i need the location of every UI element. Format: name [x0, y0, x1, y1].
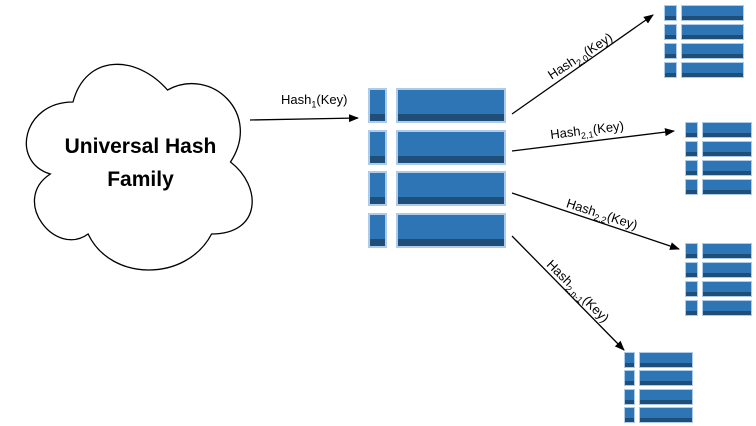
second-level-table-1: [685, 122, 752, 195]
bucket-row: [624, 388, 693, 405]
bucket-row: [664, 62, 744, 78]
bucket-index-cell: [685, 281, 698, 297]
bucket-value-cell: [639, 370, 693, 387]
bucket-row: [664, 5, 744, 21]
bucket-index-cell: [685, 141, 698, 157]
bucket-index-cell: [685, 179, 698, 195]
bucket-index-cell: [664, 43, 677, 59]
bucket-value-cell: [396, 212, 506, 248]
bucket-row: [368, 212, 506, 248]
bucket-index-cell: [624, 406, 635, 423]
bucket-value-cell: [702, 300, 752, 316]
bucket-index-cell: [685, 300, 698, 316]
bucket-value-cell: [702, 122, 752, 138]
label-subscript: 2,1: [580, 129, 595, 141]
bucket-index-cell: [685, 243, 698, 259]
bucket-index-cell: [664, 62, 677, 78]
bucket-index-cell: [624, 388, 635, 405]
bucket-row: [685, 122, 752, 138]
bucket-row: [685, 160, 752, 176]
bucket-index-cell: [368, 88, 387, 123]
bucket-value-cell: [681, 5, 744, 21]
bucket-row: [624, 352, 693, 368]
cloud-shape: [25, 63, 253, 271]
bucket-index-cell: [624, 352, 635, 368]
bucket-value-cell: [681, 62, 744, 78]
bucket-row: [664, 24, 744, 40]
bucket-index-cell: [664, 5, 677, 21]
bucket-row: [624, 370, 693, 387]
label-subscript: 1: [311, 99, 317, 110]
second-level-table-2: [685, 243, 752, 316]
bucket-index-cell: [685, 262, 698, 278]
bucket-value-cell: [396, 129, 506, 165]
bucket-row: [368, 88, 506, 123]
second-level-table-0: [664, 5, 744, 78]
bucket-row: [368, 171, 506, 207]
bucket-index-cell: [368, 212, 387, 248]
bucket-value-cell: [639, 352, 693, 368]
bucket-row: [685, 281, 752, 297]
label-text: (Key): [316, 92, 348, 107]
arrow-hash1: [249, 114, 359, 123]
bucket-row: [624, 406, 693, 423]
bucket-value-cell: [702, 141, 752, 157]
bucket-row: [685, 179, 752, 195]
main-hash-table: [368, 88, 506, 248]
second-level-table-n-1: [624, 352, 693, 423]
bucket-row: [685, 243, 752, 259]
bucket-row: [368, 129, 506, 165]
bucket-value-cell: [639, 406, 693, 423]
bucket-row: [664, 43, 744, 59]
bucket-row: [685, 300, 752, 316]
bucket-value-cell: [702, 262, 752, 278]
bucket-index-cell: [624, 370, 635, 387]
bucket-index-cell: [685, 160, 698, 176]
bucket-value-cell: [681, 24, 744, 40]
arrow-label-hash1: Hash1(Key): [281, 92, 348, 110]
bucket-index-cell: [368, 171, 387, 207]
label-text: Hash: [281, 92, 312, 107]
bucket-value-cell: [702, 243, 752, 259]
bucket-value-cell: [702, 281, 752, 297]
bucket-index-cell: [685, 122, 698, 138]
bucket-row: [685, 262, 752, 278]
bucket-value-cell: [396, 171, 506, 207]
arrow-hash2-1: [511, 128, 675, 152]
bucket-value-cell: [702, 160, 752, 176]
bucket-value-cell: [681, 43, 744, 59]
bucket-value-cell: [639, 388, 693, 405]
bucket-index-cell: [664, 24, 677, 40]
cloud-label: Universal Hash Family: [64, 135, 217, 191]
arrow-hash2-n-1: [511, 235, 625, 351]
bucket-index-cell: [368, 129, 387, 165]
bucket-row: [685, 141, 752, 157]
bucket-value-cell: [702, 179, 752, 195]
arrow-hash2-0: [511, 14, 654, 115]
arrow-hash2-2: [511, 192, 680, 250]
bucket-value-cell: [396, 88, 506, 123]
